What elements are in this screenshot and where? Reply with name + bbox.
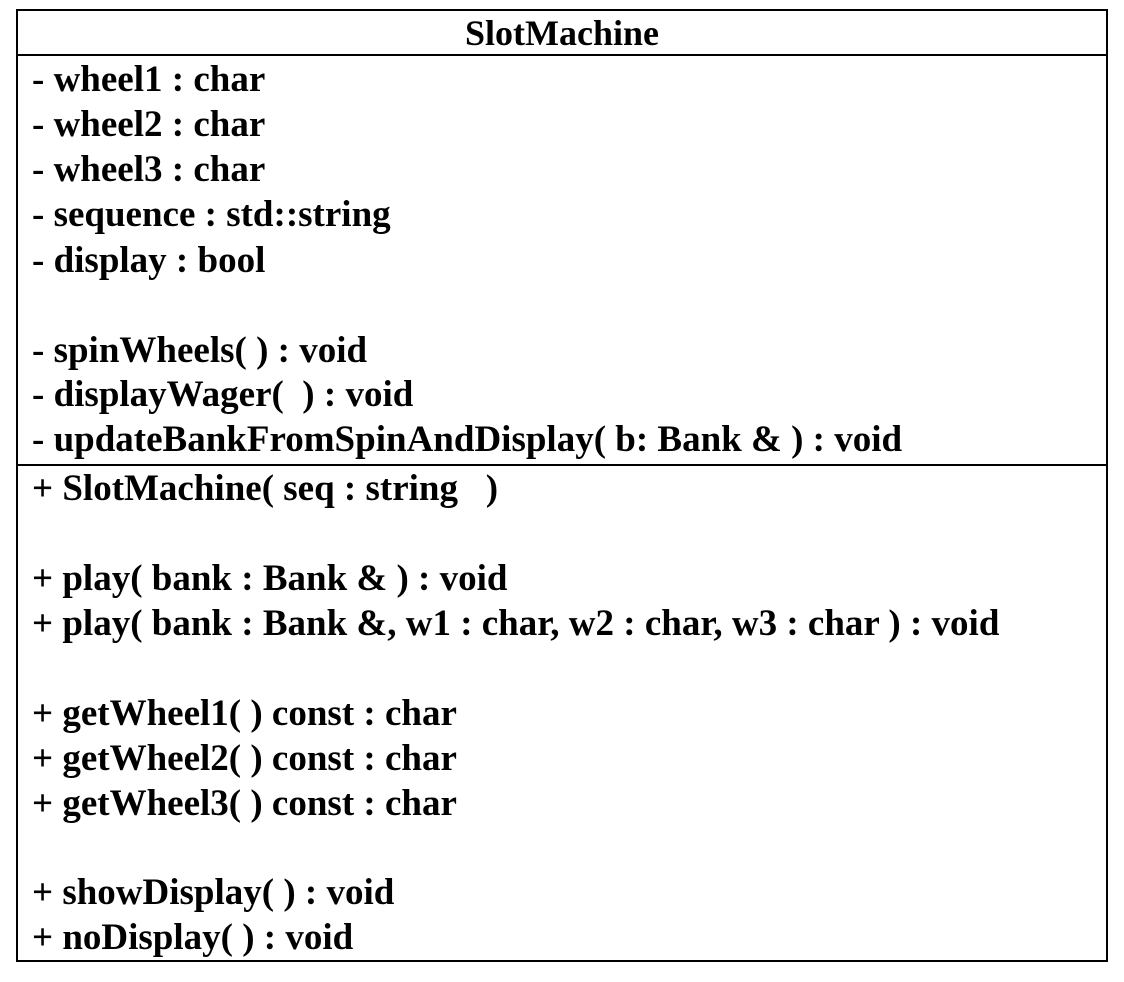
public-method-get-wheel1: + getWheel1( ) const : char [32,693,457,734]
private-attribute-wheel3: - wheel3 : char [32,149,266,190]
public-method-get-wheel3: + getWheel3( ) const : char [32,783,457,824]
public-members-section: + SlotMachine( seq : string ) + play( ba… [18,466,1106,960]
private-members-section: - wheel1 : char - wheel2 : char - wheel3… [18,56,1106,466]
uml-class-box: SlotMachine - wheel1 : char - wheel2 : c… [16,9,1108,962]
public-method-get-wheel2: + getWheel2( ) const : char [32,738,457,779]
private-method-spin-wheels: - spinWheels( ) : void [32,330,368,371]
private-attribute-display: - display : bool [32,240,266,281]
class-name: SlotMachine [18,11,1106,56]
public-method-play-overload: + play( bank : Bank &, w1 : char, w2 : c… [32,603,1000,644]
private-method-display-wager: - displayWager( ) : void [32,374,414,415]
public-constructor: + SlotMachine( seq : string ) [32,468,499,509]
private-attribute-wheel1: - wheel1 : char [32,59,266,100]
public-method-no-display: + noDisplay( ) : void [32,917,354,958]
private-attribute-wheel2: - wheel2 : char [32,104,266,145]
public-method-play: + play( bank : Bank & ) : void [32,558,508,599]
private-attribute-sequence: - sequence : std::string [32,194,391,235]
private-method-update-bank: - updateBankFromSpinAndDisplay( b: Bank … [32,419,903,460]
public-method-show-display: + showDisplay( ) : void [32,872,395,913]
